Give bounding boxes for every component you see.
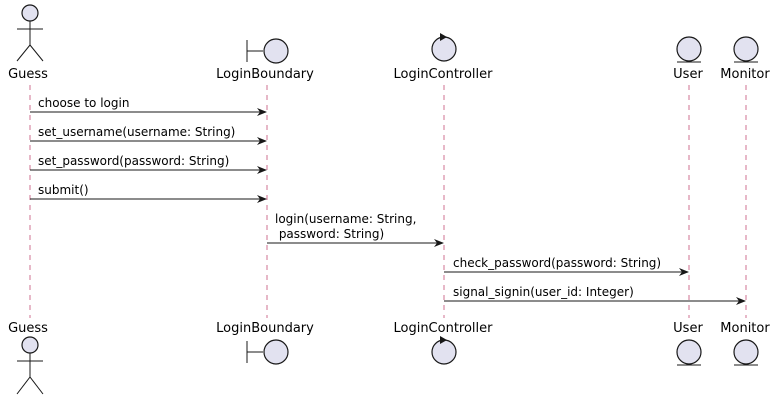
message-set-username: set_username(username: String)	[30, 125, 267, 145]
participant-label: Monitor	[720, 67, 770, 82]
message-label: signal_signin(user_id: Integer)	[453, 285, 634, 299]
message-choose-to-login: choose to login	[30, 96, 267, 116]
lifelines	[29, 85, 747, 318]
participant-monitor-top: Monitor	[720, 36, 770, 82]
message-submit: submit()	[30, 183, 267, 203]
participant-login-boundary-top: LoginBoundary	[216, 38, 314, 82]
message-signal-signin: signal_signin(user_id: Integer)	[444, 285, 746, 305]
control-icon	[431, 33, 457, 62]
message-label: choose to login	[38, 96, 129, 110]
entity-icon	[676, 339, 702, 366]
participant-guess-top: Guess	[8, 4, 48, 82]
boundary-icon	[246, 38, 289, 64]
message-label-continued: password: String)	[275, 227, 384, 241]
message-label: check_password(password: String)	[453, 256, 661, 270]
participant-login-controller-top: LoginController	[393, 33, 493, 82]
participant-label: Guess	[8, 67, 48, 82]
participant-label: LoginBoundary	[216, 321, 314, 336]
entity-icon	[676, 36, 702, 63]
actor-icon	[16, 336, 44, 395]
participant-user-top: User	[673, 36, 703, 82]
entity-icon	[733, 36, 759, 63]
participant-label: LoginBoundary	[216, 67, 314, 82]
participant-label: User	[673, 321, 703, 336]
message-set-password: set_password(password: String)	[30, 154, 267, 174]
participant-label: LoginController	[393, 321, 493, 336]
participant-label: Monitor	[720, 321, 770, 336]
participant-label: User	[673, 67, 703, 82]
boundary-icon	[246, 339, 289, 365]
entity-icon	[733, 339, 759, 366]
participant-login-boundary-bottom: LoginBoundary	[216, 321, 314, 365]
message-label: set_username(username: String)	[38, 125, 235, 139]
control-icon	[431, 336, 457, 365]
participant-guess-bottom: Guess	[8, 321, 48, 395]
message-login: login(username: String, password: String…	[267, 212, 444, 247]
actor-icon	[16, 4, 44, 62]
message-label: submit()	[38, 183, 89, 197]
participant-user-bottom: User	[673, 321, 703, 366]
message-label: set_password(password: String)	[38, 154, 229, 168]
message-label: login(username: String,	[275, 212, 416, 226]
participant-monitor-bottom: Monitor	[720, 321, 770, 366]
participant-label: Guess	[8, 321, 48, 336]
message-check-password: check_password(password: String)	[444, 256, 689, 276]
participant-label: LoginController	[393, 67, 493, 82]
participant-login-controller-bottom: LoginController	[393, 321, 493, 365]
